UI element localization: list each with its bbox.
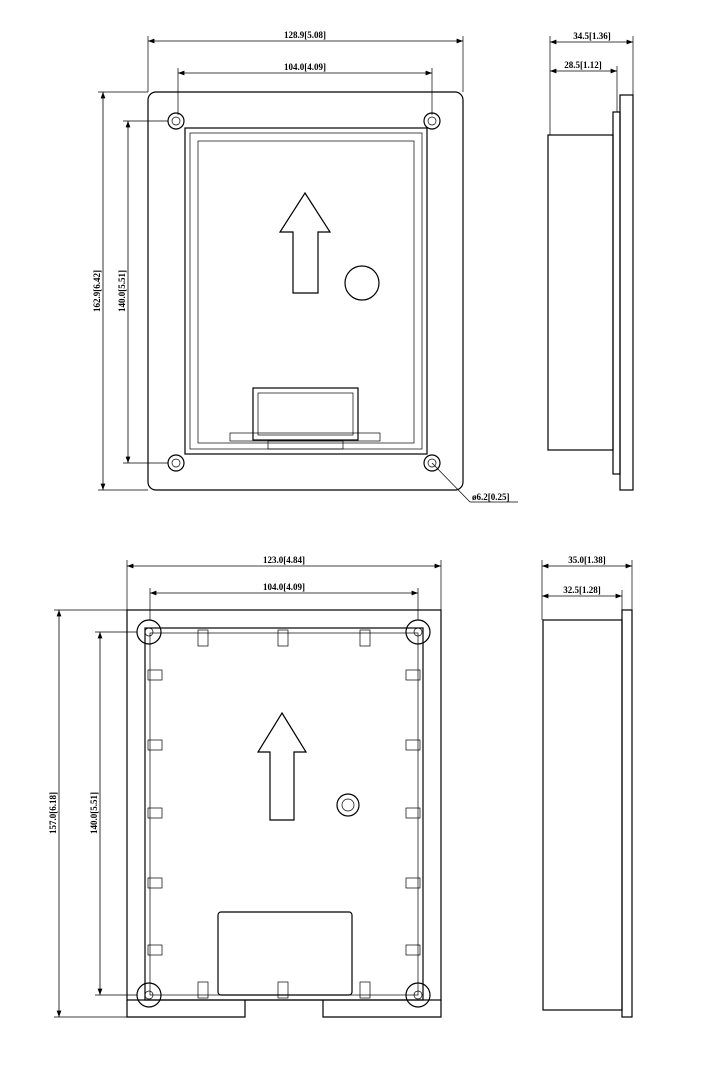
cable-hole [336,793,360,817]
dim-width: 123.0[4.84] [263,555,305,565]
dim-height: 157.0[6.18] [48,792,58,834]
dim-hole-spacing-v: 140.0[5.51] [117,270,127,312]
bottom-front-view [126,609,442,1018]
dim-depth-total: 35.0[1.38] [568,555,606,565]
dim-hole-diameter: ø6.2[0.25] [472,492,510,502]
dim-depth-total: 34.5[1.36] [573,31,611,41]
mounting-holes [167,112,441,472]
dim-depth-body: 32.5[1.28] [563,585,601,595]
dim-hole-spacing-v: 140.0[5.51] [89,792,99,834]
cable-hole [344,265,380,301]
dim-depth-body: 28.5[1.12] [564,60,602,70]
bottom-side-view [542,609,633,1018]
dimensions: 128.9[5.08] 104.0[4.09] 162.9[6.42] 140.… [48,30,634,1018]
dim-width: 128.9[5.08] [284,30,326,40]
top-side-view [547,94,634,491]
top-front-view [147,91,471,503]
arrow-up-icon [278,191,332,294]
dim-hole-spacing-h: 104.0[4.09] [263,582,305,592]
dim-height: 162.9[6.42] [92,270,102,312]
mounting-holes [136,619,431,1008]
dim-hole-spacing-h: 104.0[4.09] [284,62,326,72]
arrow-up-icon [256,711,308,821]
